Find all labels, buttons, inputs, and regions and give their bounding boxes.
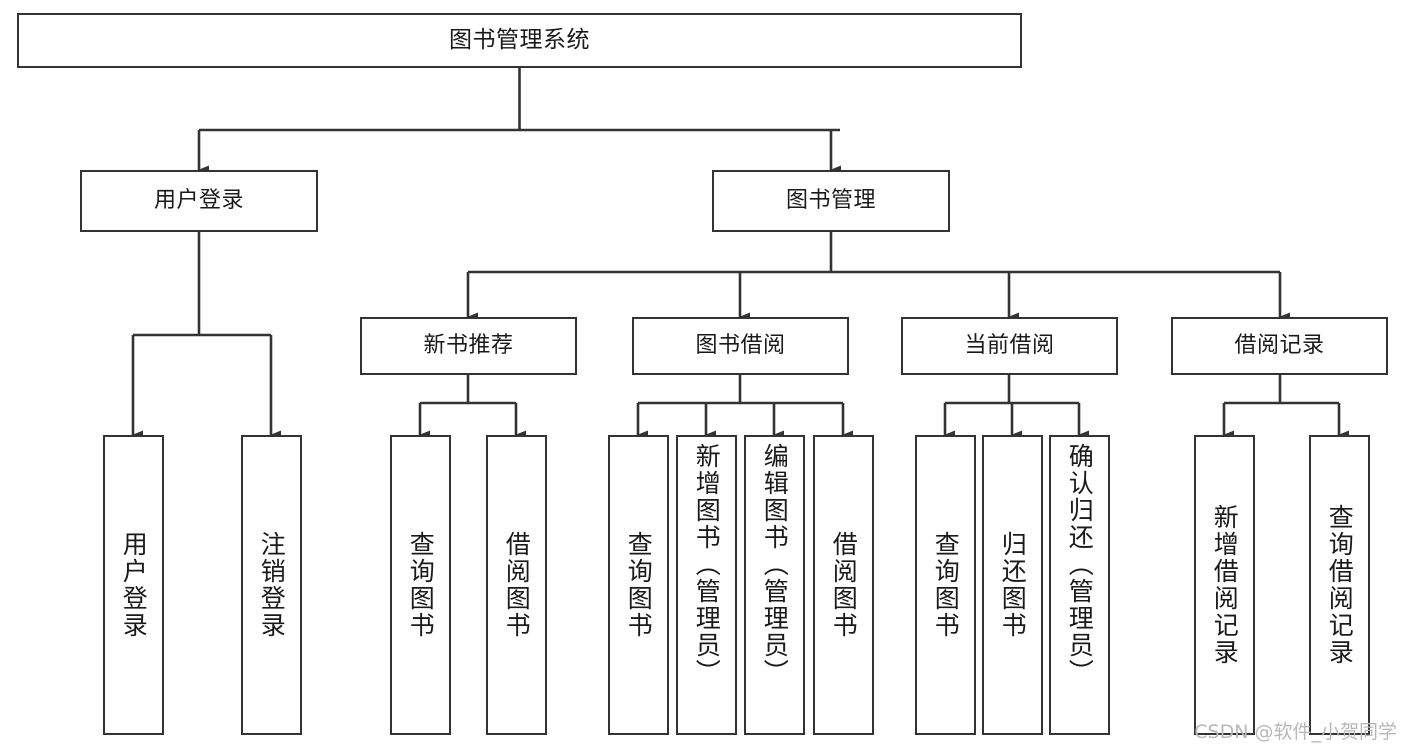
leaf-query-book-recommend[interactable]: 查询图书: [390, 435, 451, 735]
leaf-query-book-current[interactable]: 查询图书: [915, 435, 976, 735]
node-label: 用户登录: [119, 531, 149, 639]
node-label: 图书管理系统: [449, 26, 590, 53]
leaf-user-login[interactable]: 用户登录: [103, 435, 164, 735]
leaf-return-book[interactable]: 归还图书: [982, 435, 1043, 735]
node-label: 新书推荐: [423, 332, 514, 358]
node-label: 借阅记录: [1234, 332, 1325, 358]
node-user-login[interactable]: 用户登录: [80, 170, 318, 232]
node-label: 编辑图书（管理员）: [760, 443, 790, 686]
node-label: 查询图书: [624, 531, 654, 639]
node-label: 查询图书: [931, 531, 961, 639]
node-label: 新增图书（管理员）: [692, 443, 722, 686]
node-current-borrow[interactable]: 当前借阅: [901, 317, 1118, 375]
node-label: 图书管理: [785, 187, 876, 213]
node-label: 图书借阅: [695, 332, 786, 358]
node-label: 确认归还（管理员）: [1065, 443, 1095, 686]
node-label: 归还图书: [998, 531, 1028, 639]
node-book-manage[interactable]: 图书管理: [712, 170, 950, 232]
node-label: 用户登录: [153, 187, 244, 213]
node-label: 借阅图书: [829, 531, 859, 639]
leaf-query-book-borrow[interactable]: 查询图书: [608, 435, 669, 735]
leaf-confirm-return[interactable]: 确认归还（管理员）: [1049, 435, 1110, 735]
watermark-text: CSDN @软件_小贺同学: [1194, 721, 1397, 743]
node-borrow-record[interactable]: 借阅记录: [1171, 317, 1388, 375]
leaf-borrow-book[interactable]: 借阅图书: [813, 435, 874, 735]
node-label: 注销登录: [257, 531, 287, 639]
node-label: 查询图书: [406, 531, 436, 639]
leaf-edit-book[interactable]: 编辑图书（管理员）: [744, 435, 805, 735]
node-label: 新增借阅记录: [1210, 504, 1240, 666]
node-label: 借阅图书: [502, 531, 532, 639]
node-new-book-recommend[interactable]: 新书推荐: [360, 317, 577, 375]
leaf-add-book[interactable]: 新增图书（管理员）: [676, 435, 737, 735]
node-label: 查询借阅记录: [1325, 504, 1355, 666]
node-book-borrow[interactable]: 图书借阅: [632, 317, 849, 375]
node-book-management-system[interactable]: 图书管理系统: [17, 13, 1022, 68]
leaf-borrow-book-recommend[interactable]: 借阅图书: [486, 435, 547, 735]
node-label: 当前借阅: [964, 332, 1055, 358]
leaf-query-borrow-record[interactable]: 查询借阅记录: [1309, 435, 1370, 735]
leaf-user-logout[interactable]: 注销登录: [241, 435, 302, 735]
leaf-add-borrow-record[interactable]: 新增借阅记录: [1194, 435, 1255, 735]
